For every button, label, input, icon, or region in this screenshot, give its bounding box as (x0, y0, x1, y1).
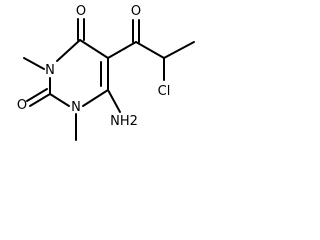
bond-n1-c2 (49, 93, 70, 107)
atom-o-ketone: O (131, 4, 141, 19)
atom-o-bottom-ring: O (17, 98, 27, 113)
chemical-structure-diagram: O O N N O Cl NH2 (17, 4, 195, 141)
bond-c6-nh2 (107, 89, 121, 113)
atom-nh2: NH2 (110, 114, 138, 129)
bond-acyl-ch (135, 41, 165, 59)
bond-ch-methyl (163, 41, 195, 59)
atom-cl: Cl (158, 84, 171, 99)
bond-n3-c4 (56, 39, 81, 62)
bond-c6-n1 (82, 89, 109, 107)
bond-n3-methyl (23, 57, 45, 70)
bond-c2-o-bottom (29, 93, 51, 107)
atom-n3: N (45, 63, 55, 78)
bond-c2-o-bottom-second (26, 88, 48, 102)
bond-c5-acyl (107, 41, 137, 59)
atom-o-top-ring: O (76, 4, 86, 19)
atom-n1: N (71, 100, 81, 115)
bond-c4-c5 (79, 39, 109, 59)
